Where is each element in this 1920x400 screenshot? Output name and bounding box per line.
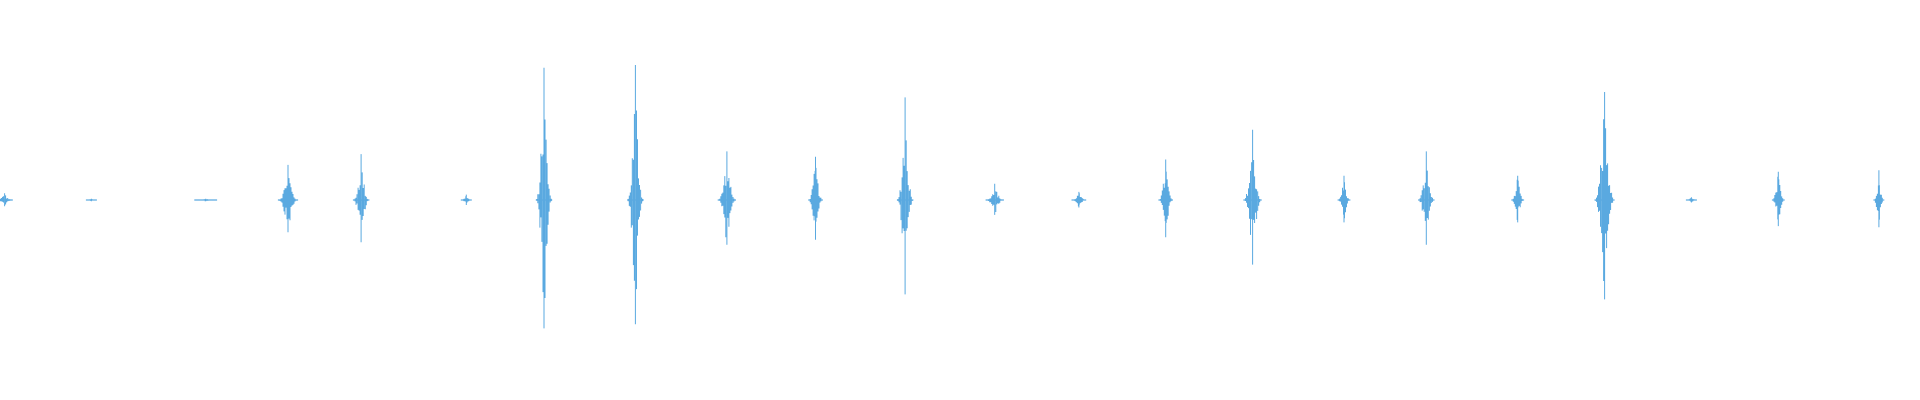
waveform-burst-samples	[1338, 175, 1350, 223]
waveform-burst-samples	[897, 97, 913, 295]
waveform-burst	[985, 183, 1004, 215]
waveform-burst-samples	[1418, 151, 1434, 245]
waveform-burst	[808, 156, 823, 240]
waveform-burst	[896, 97, 914, 295]
waveform-burst	[1685, 197, 1697, 203]
waveform-burst-samples	[1158, 159, 1173, 238]
waveform-burst	[460, 194, 472, 205]
waveform-burst-samples	[353, 154, 369, 243]
waveform-burst-samples	[278, 164, 298, 233]
waveform-burst-samples	[627, 65, 644, 325]
waveform-burst-samples	[1595, 92, 1615, 300]
waveform-burst-samples	[986, 183, 1004, 215]
waveform-burst-samples	[1772, 171, 1785, 227]
waveform-burst-samples	[1511, 175, 1524, 223]
waveform-burst	[1158, 159, 1173, 238]
waveform-burst-samples	[87, 198, 96, 202]
waveform-burst-samples	[718, 151, 736, 245]
waveform-bursts	[0, 65, 1885, 329]
waveform-burst-samples	[536, 67, 552, 329]
waveform-burst	[85, 198, 97, 202]
waveform-burst-samples	[461, 194, 472, 205]
waveform-burst	[1337, 175, 1351, 223]
waveform-burst-samples	[0, 193, 13, 207]
waveform-burst-samples	[1072, 191, 1086, 208]
waveform-burst	[1511, 175, 1525, 223]
waveform-burst	[1594, 92, 1615, 300]
waveform-burst-samples	[1873, 170, 1884, 228]
waveform-burst	[277, 164, 299, 233]
waveform-burst	[1418, 151, 1435, 245]
waveform-burst-samples	[808, 156, 823, 240]
waveform-burst	[627, 65, 644, 325]
waveform-burst	[1071, 191, 1087, 208]
waveform-burst	[194, 198, 218, 202]
waveform-burst	[535, 67, 553, 329]
waveform-burst	[1243, 129, 1262, 265]
waveform-burst	[352, 154, 370, 243]
waveform-burst-samples	[1243, 129, 1262, 265]
waveform-burst	[717, 151, 736, 245]
waveform-burst-samples	[197, 198, 215, 202]
waveform-burst	[1771, 171, 1785, 227]
waveform-burst-samples	[1687, 197, 1696, 203]
waveform-burst	[1873, 170, 1885, 228]
waveform-burst	[0, 193, 13, 207]
